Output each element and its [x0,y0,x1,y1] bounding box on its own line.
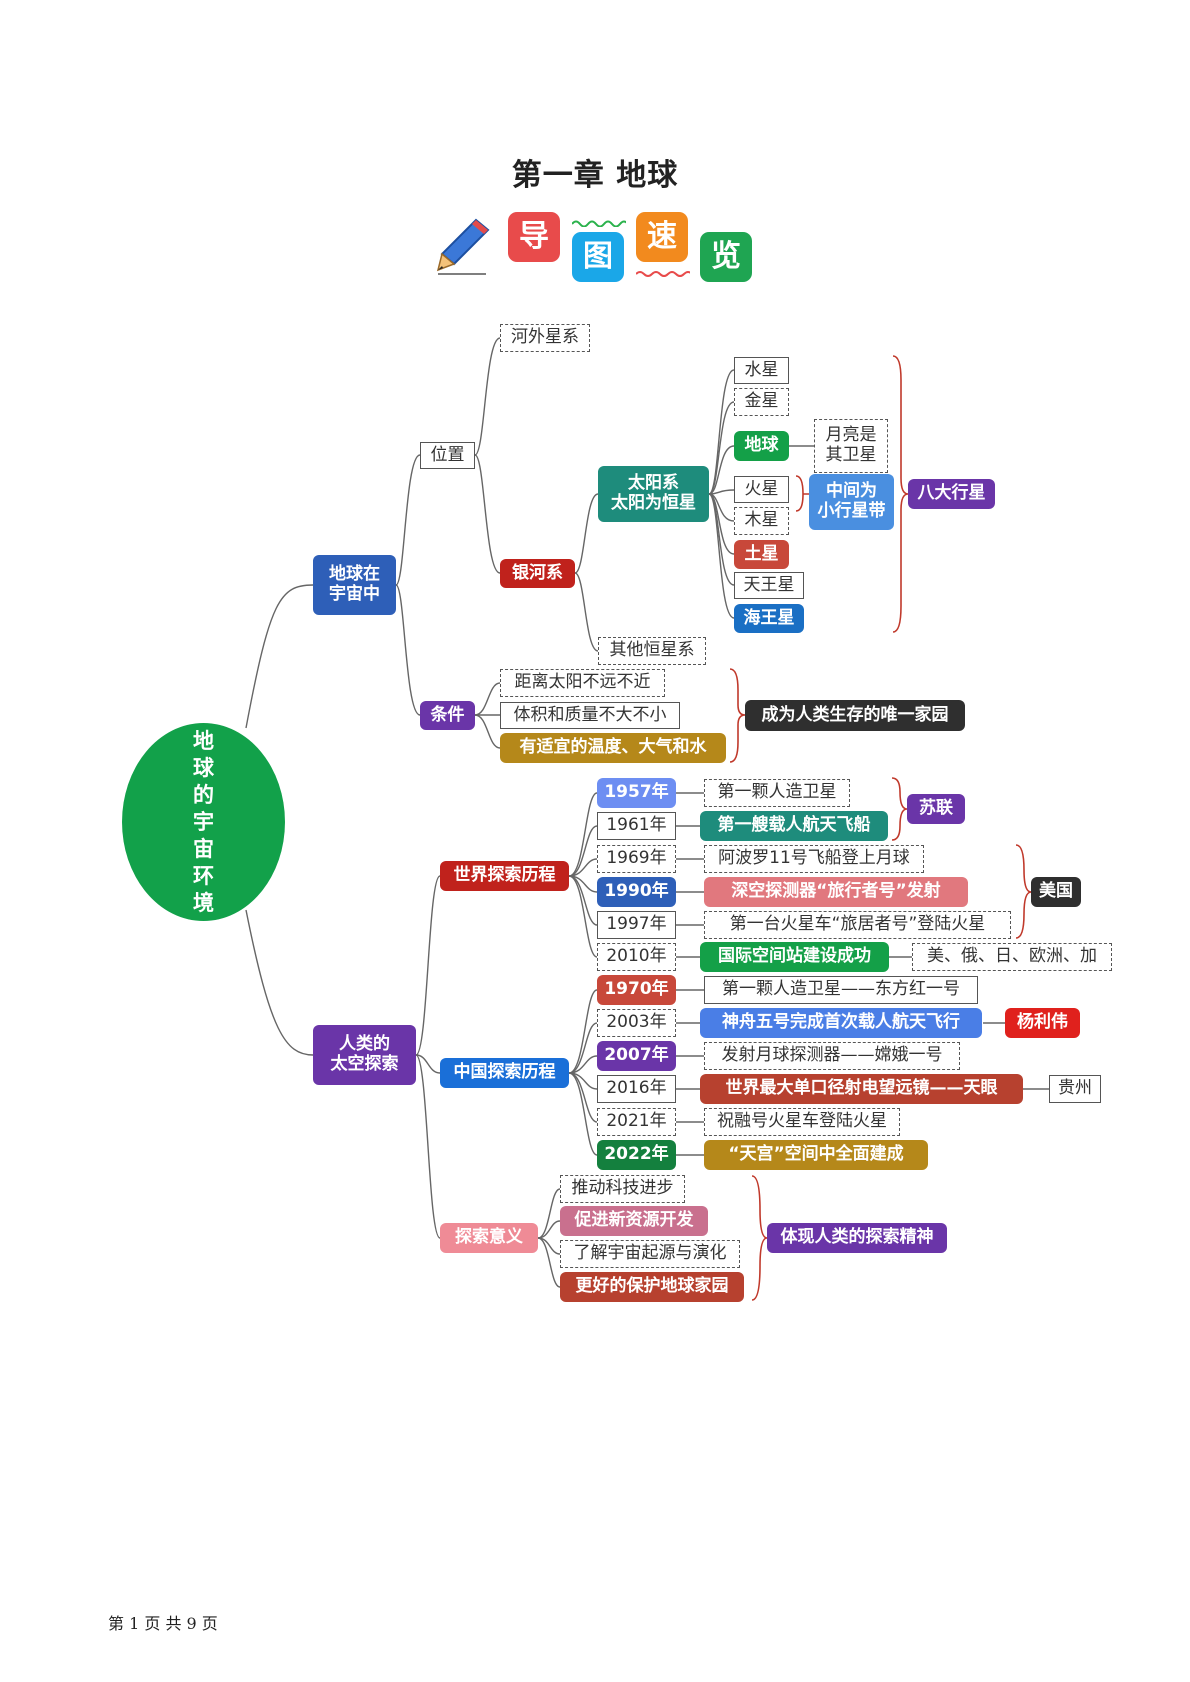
branch-earth-in-universe[interactable]: 地球在 宇宙中 [313,555,396,615]
node-moon-note[interactable]: 月亮是 其卫星 [814,419,888,473]
china-event-2021[interactable]: 祝融号火星车登陆火星 [704,1108,900,1136]
world-year-1997[interactable]: 1997年 [597,911,676,939]
moon-line1: 月亮是 [825,425,877,446]
world-year-1961[interactable]: 1961年 [597,812,676,840]
node-exploration-spirit[interactable]: 体现人类的探索精神 [767,1223,947,1253]
page-title: 第一章 地球 [511,158,679,193]
planet-mars[interactable]: 火星 [734,476,789,503]
china-year-2016[interactable]: 2016年 [597,1075,676,1103]
branch2-line1: 人类的 [339,1034,390,1055]
planet-venus[interactable]: 金星 [734,388,789,416]
badge-dao: 导 [508,212,560,262]
planet-neptune[interactable]: 海王星 [734,604,804,633]
badge-su: 速 [636,212,688,262]
world-event-2010-partners[interactable]: 美、俄、日、欧洲、加 [912,943,1112,971]
node-ussr[interactable]: 苏联 [907,794,965,824]
china-year-1970[interactable]: 1970年 [597,975,676,1005]
meaning-protect[interactable]: 更好的保护地球家园 [560,1272,744,1302]
meaning-resources[interactable]: 促进新资源开发 [560,1206,708,1236]
belt-line1: 中间为 [826,481,877,502]
node-other-star-systems[interactable]: 其他恒星系 [598,637,706,665]
badge-lan: 览 [700,232,752,282]
china-event-1970[interactable]: 第一颗人造卫星——东方红一号 [704,976,978,1004]
node-china-history[interactable]: 中国探索历程 [440,1058,569,1088]
meaning-origin[interactable]: 了解宇宙起源与演化 [560,1240,740,1268]
china-event-2016[interactable]: 世界最大单口径射电望远镜——天眼 [700,1074,1023,1104]
planet-mercury[interactable]: 水星 [734,357,789,384]
solar-line1: 太阳系 [628,473,679,494]
node-meaning[interactable]: 探索意义 [440,1223,538,1253]
node-solar-system[interactable]: 太阳系 太阳为恒星 [598,466,709,522]
china-year-2007[interactable]: 2007年 [597,1041,676,1071]
node-usa[interactable]: 美国 [1031,877,1081,907]
branch-title-line1: 地球在 [329,564,380,585]
world-year-2010[interactable]: 2010年 [597,943,676,971]
world-event-1957[interactable]: 第一颗人造卫星 [704,779,850,807]
planet-uranus[interactable]: 天王星 [734,572,804,599]
node-eight-planets[interactable]: 八大行星 [908,479,995,509]
node-world-history[interactable]: 世界探索历程 [440,861,569,891]
node-position[interactable]: 位置 [420,442,475,469]
pencil-icon [436,218,490,275]
world-event-2010[interactable]: 国际空间站建设成功 [700,942,889,972]
china-year-2021[interactable]: 2021年 [597,1108,676,1136]
branch-space-exploration[interactable]: 人类的 太空探索 [313,1025,416,1085]
world-event-1997[interactable]: 第一台火星车“旅居者号”登陆火星 [704,911,1011,939]
china-year-2022[interactable]: 2022年 [597,1140,676,1170]
china-year-2003[interactable]: 2003年 [597,1009,676,1037]
planet-jupiter[interactable]: 木星 [734,507,789,535]
world-event-1969[interactable]: 阿波罗11号飞船登上月球 [704,845,924,873]
root-label: 地球的宇宙环境 [193,728,214,915]
condition-size[interactable]: 体积和质量不大不小 [500,702,680,729]
wave-decoration [572,220,626,227]
badge-tu: 图 [572,232,624,282]
condition-environment[interactable]: 有适宜的温度、大气和水 [500,733,726,763]
condition-distance[interactable]: 距离太阳不远不近 [500,669,665,697]
world-year-1957[interactable]: 1957年 [597,778,676,808]
page-footer: 第 1 页 共 9 页 [108,1614,218,1633]
world-year-1990[interactable]: 1990年 [597,877,676,907]
wave-decoration [636,271,690,277]
node-yang-liwei[interactable]: 杨利伟 [1005,1008,1080,1038]
world-event-1990[interactable]: 深空探测器“旅行者号”发射 [704,877,968,907]
root-node[interactable]: 地球的宇宙环境 [122,723,285,921]
planet-earth[interactable]: 地球 [734,431,789,461]
solar-line2: 太阳为恒星 [611,493,696,513]
moon-line2: 其卫星 [825,445,877,465]
branch-title-line2: 宇宙中 [329,584,380,604]
node-extragalactic[interactable]: 河外星系 [500,324,590,352]
belt-line2: 小行星带 [817,501,886,521]
node-milky-way[interactable]: 银河系 [500,559,575,588]
node-conditions[interactable]: 条件 [420,701,475,730]
world-event-1961[interactable]: 第一艘载人航天飞船 [700,811,888,841]
world-year-1969[interactable]: 1969年 [597,845,676,873]
china-event-2007[interactable]: 发射月球探测器——嫦娥一号 [704,1042,960,1070]
china-event-2022[interactable]: “天宫”空间中全面建成 [704,1140,928,1170]
node-only-home[interactable]: 成为人类生存的唯一家园 [745,700,965,731]
planet-saturn[interactable]: 土星 [734,540,789,569]
branch2-line2: 太空探索 [330,1054,399,1074]
meaning-tech[interactable]: 推动科技进步 [560,1175,685,1203]
node-guizhou[interactable]: 贵州 [1049,1075,1101,1103]
node-asteroid-belt[interactable]: 中间为 小行星带 [809,474,894,530]
china-event-2003[interactable]: 神舟五号完成首次载人航天飞行 [700,1008,982,1038]
